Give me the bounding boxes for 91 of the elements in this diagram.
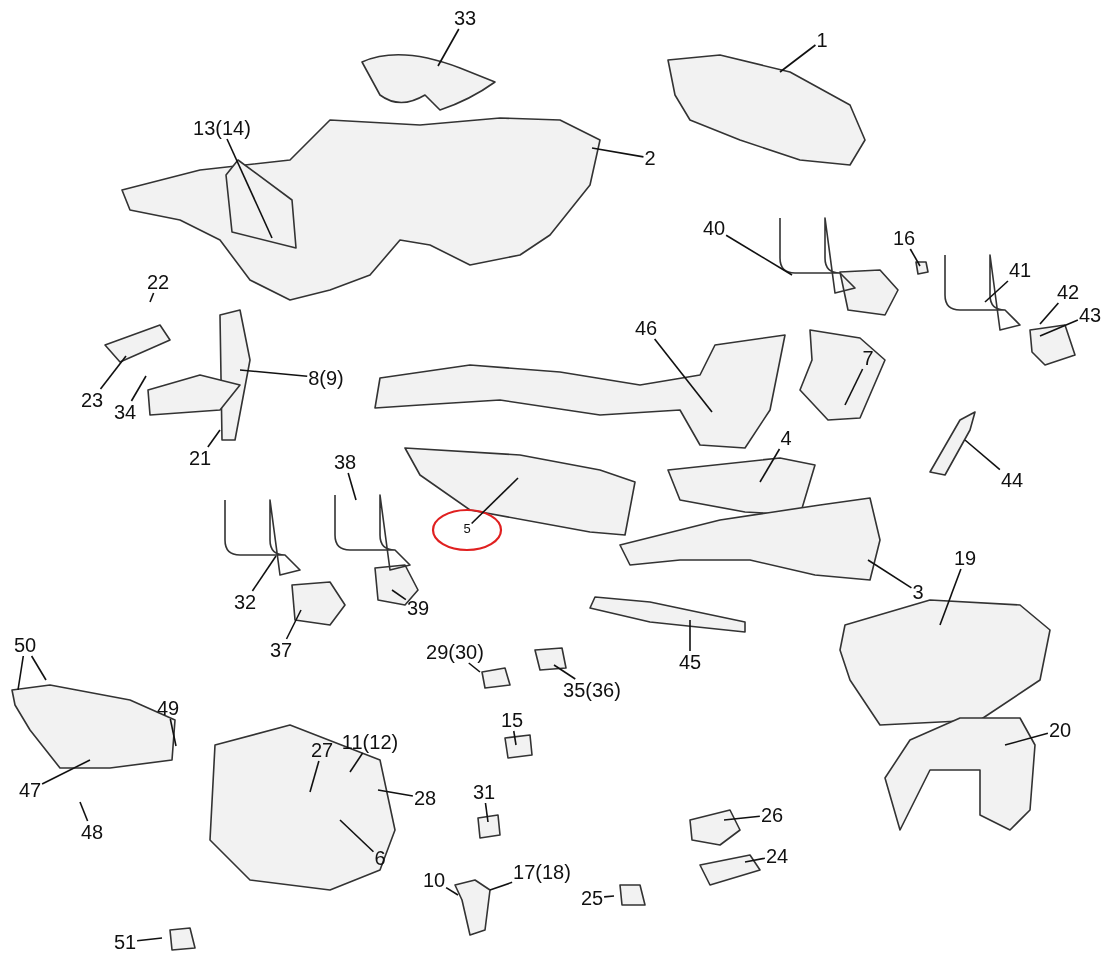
leader-line (445, 886, 459, 896)
leader-line (136, 937, 163, 942)
callout-number: 15 (499, 709, 525, 731)
leader-line (723, 815, 761, 821)
callout-number: 41 (1007, 259, 1033, 281)
callout-number: 42 (1055, 281, 1081, 303)
leader-line (470, 477, 519, 525)
leader-line (309, 760, 320, 793)
callout-number: 43 (1077, 304, 1103, 326)
leader-line (377, 789, 414, 797)
callout-number: 32 (232, 591, 258, 613)
callout-number: 2 (643, 147, 657, 169)
leader-line (939, 568, 962, 626)
leader-line (603, 895, 615, 898)
callout-number: 40 (701, 217, 727, 239)
callout-number: 6 (373, 847, 387, 869)
callout-number: 29(30) (425, 641, 485, 663)
callout-number: 5 (462, 520, 472, 536)
leader-line (391, 589, 407, 601)
leader-line (17, 655, 25, 691)
callout-number: 21 (187, 447, 213, 469)
leader-line (744, 857, 766, 863)
leader-line (41, 759, 91, 785)
leader-line (207, 429, 221, 448)
callout-number: 11(12) (340, 731, 400, 753)
leader-line (844, 368, 864, 406)
callout-number: 13(14) (192, 117, 252, 139)
callout-number: 51 (112, 931, 138, 953)
leader-line (553, 664, 577, 680)
leader-line (909, 248, 921, 267)
leader-line (339, 819, 375, 853)
callout-number: 39 (405, 597, 431, 619)
leader-line (591, 147, 645, 158)
callout-number: 22 (145, 271, 171, 293)
callout-number: 49 (155, 697, 181, 719)
callout-number: 27 (309, 739, 335, 761)
leader-line (347, 472, 357, 501)
leader-line (653, 338, 713, 413)
callout-number: 38 (332, 451, 358, 473)
leader-line (1039, 302, 1060, 325)
leader-line (964, 439, 1001, 471)
leader-line (484, 802, 489, 823)
callout-number: 50 (12, 634, 38, 656)
leader-line (349, 752, 364, 773)
callout-number: 44 (999, 469, 1025, 491)
callout-number: 1 (815, 29, 829, 51)
callout-number: 26 (759, 804, 785, 826)
leader-line (759, 448, 781, 483)
leader-line (1004, 732, 1049, 746)
leader-line (779, 44, 817, 73)
leader-line (79, 801, 89, 822)
leader-line (984, 280, 1009, 303)
callout-number: 8(9) (307, 367, 345, 389)
callout-number: 25 (579, 887, 605, 909)
leader-line (226, 138, 273, 239)
leader-line (285, 609, 302, 640)
callout-number: 37 (268, 639, 294, 661)
leader-line (867, 559, 913, 589)
callout-number: 48 (79, 821, 105, 843)
callout-number: 34 (112, 401, 138, 423)
callout-number: 19 (952, 547, 978, 569)
callout-number: 20 (1047, 719, 1073, 741)
leader-line (99, 355, 127, 390)
callout-number: 31 (471, 781, 497, 803)
leader-line (239, 369, 308, 378)
leader-line (30, 655, 47, 681)
callout-number: 47 (17, 779, 43, 801)
callout-number: 45 (677, 651, 703, 673)
leader-line (467, 662, 481, 673)
callout-number: 10 (421, 869, 447, 891)
leader-line (169, 718, 177, 747)
callout-number: 16 (891, 227, 917, 249)
leader-line (725, 234, 793, 276)
leader-line (149, 292, 155, 303)
callout-number: 4 (779, 427, 793, 449)
callout-number: 35(36) (562, 679, 622, 701)
leader-line (251, 555, 277, 592)
callout-number: 23 (79, 389, 105, 411)
callout-number: 17(18) (512, 861, 572, 883)
leader-line (130, 375, 147, 402)
callout-number: 7 (861, 347, 875, 369)
leader-line (512, 730, 517, 746)
leader-line (437, 28, 460, 67)
leader-line (689, 619, 691, 652)
callout-number: 46 (633, 317, 659, 339)
leader-line (1039, 319, 1079, 337)
callout-number: 33 (452, 7, 478, 29)
callout-number: 28 (412, 787, 438, 809)
leader-line (489, 881, 513, 891)
callout-number: 3 (911, 581, 925, 603)
callout-number: 24 (764, 845, 790, 867)
